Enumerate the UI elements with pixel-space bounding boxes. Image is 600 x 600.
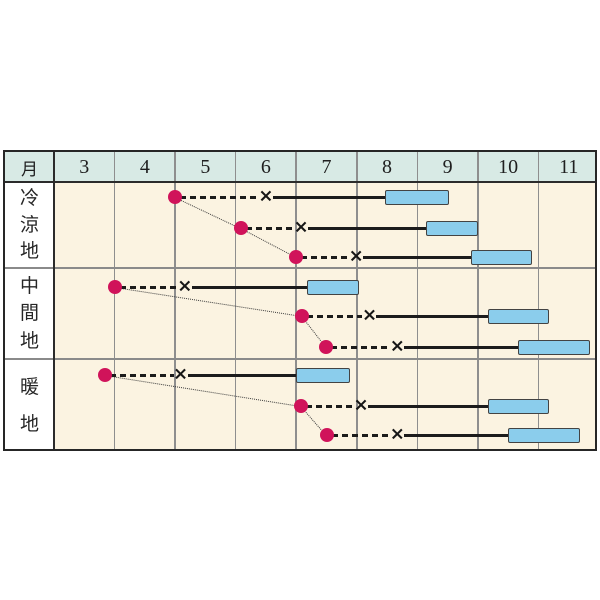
harvest-bar (307, 279, 359, 295)
sowing-period-dashed-line (110, 373, 174, 377)
region-label-char: 涼 (19, 214, 39, 236)
grid-line-vertical (113, 152, 116, 449)
region-label: 中間地 (5, 268, 54, 359)
grid-line-vertical (295, 152, 297, 449)
sowing-period-dashed-line (245, 226, 295, 230)
region-separator (5, 358, 595, 360)
transplant-x-marker: × (293, 216, 309, 238)
growing-period-line (404, 345, 522, 349)
transplant-x-marker: × (389, 423, 405, 445)
row-connector-dotted-line (114, 287, 302, 317)
label-column-separator (53, 152, 55, 449)
month-header-cell: 6 (260, 155, 271, 178)
region-label-char: 地 (19, 414, 39, 436)
month-header-cell: 5 (200, 155, 211, 178)
harvest-bar (508, 427, 581, 443)
grid-line-vertical (537, 152, 540, 449)
month-header-cell: 4 (139, 155, 150, 178)
sow-dot-marker (233, 221, 248, 235)
sowing-period-dashed-line (306, 314, 363, 318)
row-connector-dotted-line (174, 197, 241, 229)
region-label-char: 暖 (19, 376, 39, 398)
harvest-bar (488, 308, 549, 324)
region-label-char: 中 (19, 275, 39, 297)
sow-dot-marker (168, 190, 183, 204)
growing-period-line (404, 433, 513, 437)
growing-period-line (187, 373, 301, 377)
harvest-bar (488, 398, 549, 414)
transplant-x-marker: × (389, 335, 405, 357)
harvest-bar (385, 189, 449, 205)
sowing-period-dashed-line (331, 433, 391, 437)
region-label-char: 冷 (19, 188, 39, 210)
sowing-period-dashed-line (306, 404, 354, 408)
transplant-x-marker: × (177, 275, 193, 297)
region-label-char: 地 (19, 240, 39, 262)
region-label: 暖地 (5, 359, 54, 453)
region-label-char: 地 (19, 330, 39, 352)
month-header-cell: 7 (321, 155, 332, 178)
grid-line-vertical (174, 152, 176, 449)
harvest-bar (517, 339, 590, 355)
month-header-cell: 8 (382, 155, 393, 178)
header-bottom-border (5, 181, 595, 183)
transplant-x-marker: × (348, 245, 364, 267)
growing-period-line (376, 314, 493, 318)
harvest-bar (425, 220, 479, 236)
region-label-column (5, 182, 54, 449)
month-header-cell: 10 (498, 155, 519, 178)
month-header-cell: 9 (442, 155, 453, 178)
grid-line-vertical (477, 152, 479, 449)
growing-period-line (363, 255, 476, 259)
transplant-x-marker: × (258, 185, 274, 207)
growing-period-line (368, 404, 493, 408)
sowing-period-dashed-line (119, 285, 178, 289)
sowing-period-dashed-line (300, 255, 350, 259)
growing-period-line (191, 285, 312, 289)
sowing-period-dashed-line (330, 345, 391, 349)
growing-period-line (308, 226, 430, 230)
transplant-x-marker: × (353, 394, 369, 416)
row-connector-dotted-line (105, 375, 302, 407)
transplant-x-marker: × (361, 304, 378, 326)
sow-dot-marker (107, 280, 122, 294)
growing-period-line (272, 195, 390, 199)
region-separator (5, 267, 595, 269)
month-axis-corner-label: 月 (21, 159, 38, 179)
region-label: 冷涼地 (5, 182, 54, 268)
region-label-char: 間 (19, 303, 39, 324)
row-connector-dotted-line (240, 228, 296, 258)
sow-dot-marker (294, 309, 309, 323)
sow-dot-marker (318, 340, 333, 354)
month-header-background (5, 152, 595, 182)
sow-dot-marker (319, 428, 334, 442)
grid-line-vertical (356, 152, 358, 449)
sow-dot-marker (288, 250, 303, 264)
sow-dot-marker (294, 399, 309, 413)
grid-line-vertical (416, 152, 419, 449)
month-header-cell: 11 (559, 155, 579, 178)
harvest-bar (296, 367, 351, 383)
grid-line-vertical (234, 152, 237, 449)
sow-dot-marker (98, 368, 113, 382)
harvest-bar (471, 249, 533, 265)
month-header-cell: 3 (79, 155, 90, 178)
transplant-x-marker: × (173, 363, 189, 385)
sowing-period-dashed-line (180, 195, 259, 199)
